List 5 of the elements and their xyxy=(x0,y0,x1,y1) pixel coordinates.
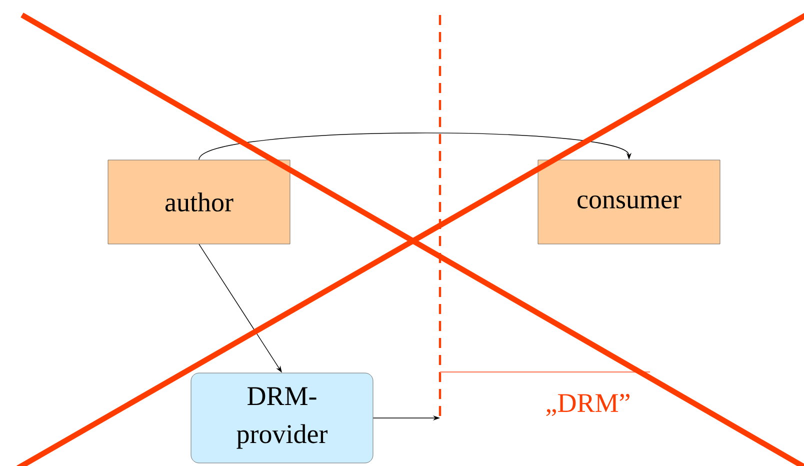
process-box: author xyxy=(108,160,290,244)
arrow xyxy=(198,132,632,160)
process-box: consumer xyxy=(538,160,720,244)
region-label: „DRM” xyxy=(546,394,630,416)
process-box: DRM- provider xyxy=(190,372,374,464)
